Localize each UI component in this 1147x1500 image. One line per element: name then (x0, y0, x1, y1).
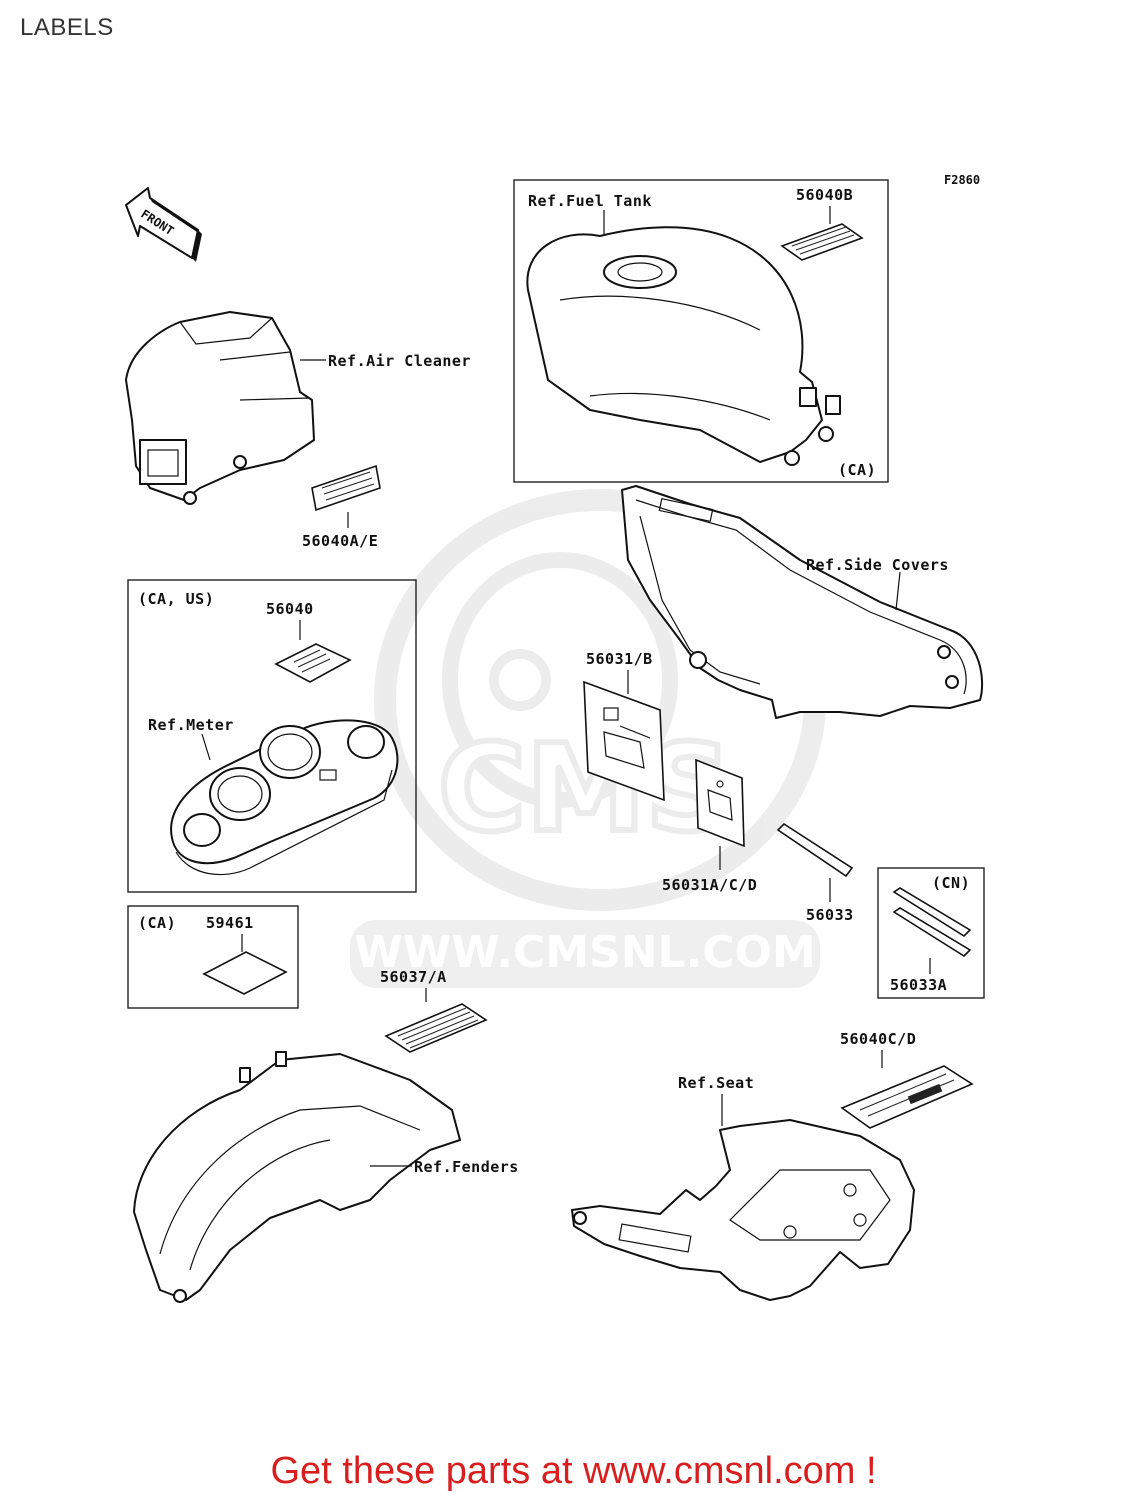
label-56031-group: 56031/B 56031A/C/D (583, 650, 757, 894)
meter-group: (CA, US) 56040 Ref.Meter (127, 579, 417, 893)
meter-illustration (170, 719, 399, 865)
sticker-56040B (780, 223, 864, 261)
footer-promo-link[interactable]: Get these parts at www.cmsnl.com ! (270, 1450, 877, 1492)
watermark-url: WWW.CMSNL.COM (354, 927, 816, 978)
label-56033A-group: (CN) 56033A (877, 867, 985, 999)
fuel-tank-illustration (526, 226, 823, 463)
ref-side-covers-label: Ref.Side Covers (806, 556, 949, 574)
part-56037-A-label: 56037/A (380, 968, 447, 986)
part-56031A-C-D-label: 56031A/C/D (662, 876, 757, 894)
fuel-tank-region-tag: (CA) (838, 461, 876, 479)
part-56040B-label: 56040B (796, 186, 853, 204)
fender-illustration (133, 1053, 461, 1301)
ref-fenders-label: Ref.Fenders (414, 1158, 519, 1176)
sticker-56031A-C-D (695, 758, 745, 848)
sticker-56033A (892, 887, 972, 958)
sticker-56040 (274, 643, 352, 683)
label-59461-region-tag: (CA) (138, 914, 176, 932)
sticker-56033 (776, 822, 854, 878)
fender-group: Ref.Fenders (133, 1051, 519, 1303)
sticker-56037-A (384, 1003, 488, 1053)
label-56033A-region-tag: (CN) (932, 874, 970, 892)
part-56040A-E-label: 56040A/E (302, 532, 378, 550)
meter-region-tag: (CA, US) (138, 590, 214, 608)
air-cleaner-group: Ref.Air Cleaner 56040A/E (125, 311, 471, 550)
meter-box (127, 579, 417, 893)
label-56037-A-group: 56037/A (380, 968, 488, 1053)
figure-code: F2860 (944, 173, 980, 187)
watermark-logo: CMS (438, 720, 732, 859)
part-56033A-label: 56033A (890, 976, 947, 994)
side-cover-group: Ref.Side Covers (621, 485, 984, 719)
fuel-tank-group: Ref.Fuel Tank 56040B (CA) (513, 179, 889, 483)
cmsnl-watermark: CMS WWW.CMSNL.COM (350, 489, 826, 988)
label-56033A-box (877, 867, 985, 999)
label-56033-group: 56033 (776, 822, 854, 924)
sticker-59461 (202, 951, 288, 995)
sticker-56040A-E (311, 464, 381, 512)
ref-seat-label: Ref.Seat (678, 1074, 754, 1092)
label-56040C-D-group: 56040C/D (840, 1030, 974, 1129)
label-59461-box (127, 905, 299, 1009)
ref-fuel-tank-label: Ref.Fuel Tank (528, 192, 652, 210)
part-56040C-D-label: 56040C/D (840, 1030, 916, 1048)
page-title: LABELS (20, 14, 114, 41)
part-56040-label: 56040 (266, 600, 314, 618)
label-59461-group: (CA) 59461 (127, 905, 299, 1009)
seat-group: Ref.Seat (571, 1074, 915, 1301)
fuel-tank-box (513, 179, 889, 483)
seat-illustration (571, 1119, 915, 1301)
part-56033-label: 56033 (806, 906, 854, 924)
ref-air-cleaner-label: Ref.Air Cleaner (328, 352, 471, 370)
sticker-56040C-D (840, 1065, 974, 1129)
part-59461-label: 59461 (206, 914, 254, 932)
ref-meter-label: Ref.Meter (148, 716, 234, 734)
sticker-56031-B (583, 680, 665, 802)
part-56031-B-label: 56031/B (586, 650, 653, 668)
front-direction-arrow-icon: FRONT (125, 187, 202, 262)
side-cover-illustration (621, 485, 984, 719)
